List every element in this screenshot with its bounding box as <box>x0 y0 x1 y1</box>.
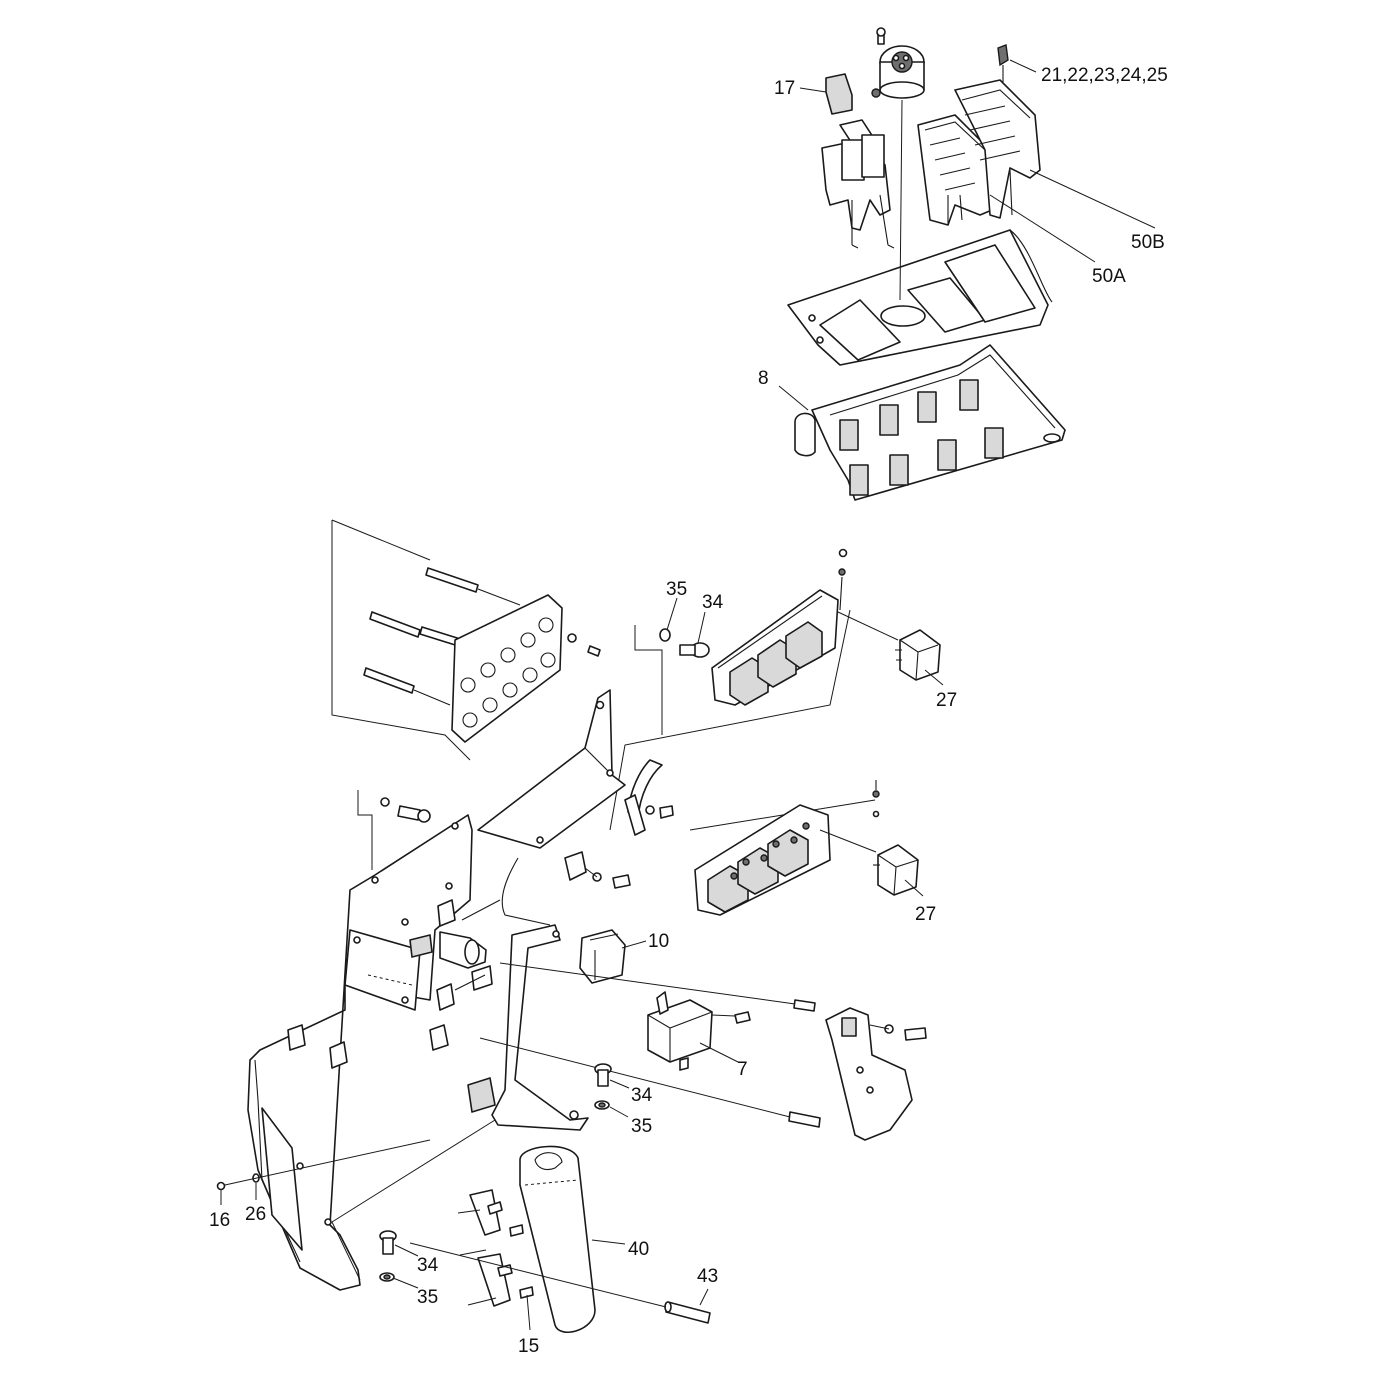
callout-50a: 50A <box>1092 266 1126 287</box>
mounting-bracket-assembly <box>216 519 941 1334</box>
fuse-box-base-tray <box>794 344 1066 501</box>
callout-17: 17 <box>774 78 795 99</box>
cover-40 <box>519 1145 596 1334</box>
callout-leaders <box>220 59 1156 1331</box>
callout-43: 43 <box>697 1266 718 1287</box>
callout-34-top: 34 <box>702 592 724 613</box>
screw-washer-34-35-mid <box>594 1063 612 1110</box>
cable-clips <box>287 851 587 1069</box>
main-bracket-plate <box>247 814 473 1291</box>
buzzer-cylinder <box>439 899 501 991</box>
relay-7 <box>647 991 751 1071</box>
curved-support-bracket <box>491 857 589 1131</box>
relay-holder-upper <box>711 548 848 706</box>
relay-27-lower <box>873 844 919 896</box>
callout-8: 8 <box>758 368 769 389</box>
callout-35-bottom: 35 <box>417 1287 438 1308</box>
clip-screws <box>380 797 631 889</box>
callout-27-upper: 27 <box>936 690 957 711</box>
callout-40: 40 <box>628 1239 649 1260</box>
switch-unit-right <box>479 962 927 1141</box>
callout-35-top: 35 <box>666 579 687 600</box>
fuse-block-50a <box>917 114 993 226</box>
adhesive-pad <box>467 1077 496 1113</box>
callout-16: 16 <box>209 1210 230 1231</box>
callout-26: 26 <box>245 1204 266 1225</box>
callout-10: 10 <box>648 931 669 952</box>
callout-15: 15 <box>518 1336 539 1357</box>
screw-16-washer-26 <box>216 1119 496 1281</box>
fuse-block-50b <box>954 79 1041 219</box>
holder-plate-rosettes <box>451 594 601 743</box>
callout-27-lower: 27 <box>915 904 936 925</box>
flasher-unit-10 <box>579 929 626 984</box>
spacer-standoffs <box>363 567 521 706</box>
callout-34-mid: 34 <box>631 1085 653 1106</box>
lower-clamp-brackets <box>457 1189 534 1307</box>
upper-angle-bracket <box>477 689 626 849</box>
callout-50b: 50B <box>1131 232 1165 253</box>
callout-7: 7 <box>737 1059 748 1080</box>
relay-holder-17 <box>821 73 895 249</box>
cable-strap <box>624 759 674 836</box>
fuse-box-assembly <box>787 27 1066 501</box>
callout-labels: 17 21,22,23,24,25 50B 50A 8 35 34 27 27 … <box>209 65 1168 1357</box>
callout-21-22-23-24-25: 21,22,23,24,25 <box>1041 65 1168 86</box>
screw-washer-34-35-bottom <box>379 1230 397 1282</box>
callout-34-bottom: 34 <box>417 1255 439 1276</box>
screw-washer-34-35-top <box>659 628 710 658</box>
socket-connector <box>871 27 925 99</box>
callout-35-mid: 35 <box>631 1116 652 1137</box>
terminal-pin-21-25 <box>997 44 1009 82</box>
spacer-43 <box>409 1242 711 1324</box>
relay-holder-lower <box>694 780 880 916</box>
fuse-box-cover-plate <box>787 229 1053 366</box>
relay-27-upper <box>895 629 941 681</box>
